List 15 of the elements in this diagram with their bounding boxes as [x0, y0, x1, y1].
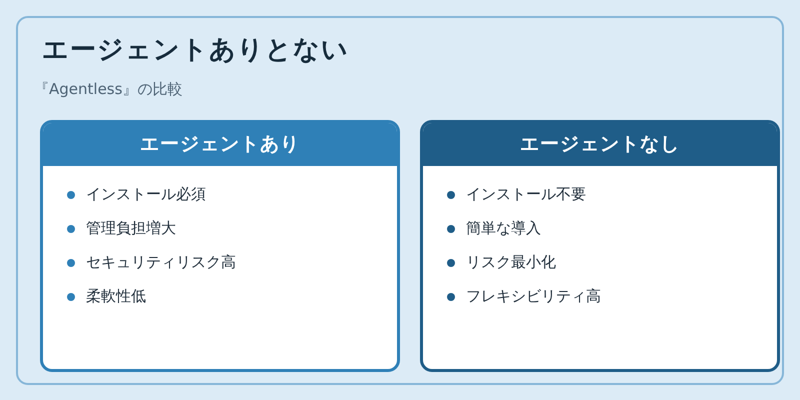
comparison-card	[420, 120, 780, 372]
list-item-text: インストール不要	[466, 184, 586, 205]
list-item-text: リスク最小化	[466, 252, 556, 273]
list-item-text: 管理負担増大	[86, 218, 176, 239]
list-item-text: フレキシビリティ高	[466, 286, 601, 307]
comparison-panel	[16, 16, 784, 385]
list-item-text: 柔軟性低	[86, 286, 146, 307]
list-item-text: インストール必須	[86, 184, 206, 205]
list-item-text: セキュリティリスク高	[86, 252, 236, 273]
comparison-card	[40, 120, 400, 372]
subtitle: 『Agentless』の比較	[34, 80, 182, 99]
card-header: エージェントなし	[423, 123, 777, 166]
list-item-text: 簡単な導入	[466, 218, 541, 239]
card-header: エージェントあり	[43, 123, 397, 166]
title-heading: エージェントありとない	[42, 34, 349, 67]
